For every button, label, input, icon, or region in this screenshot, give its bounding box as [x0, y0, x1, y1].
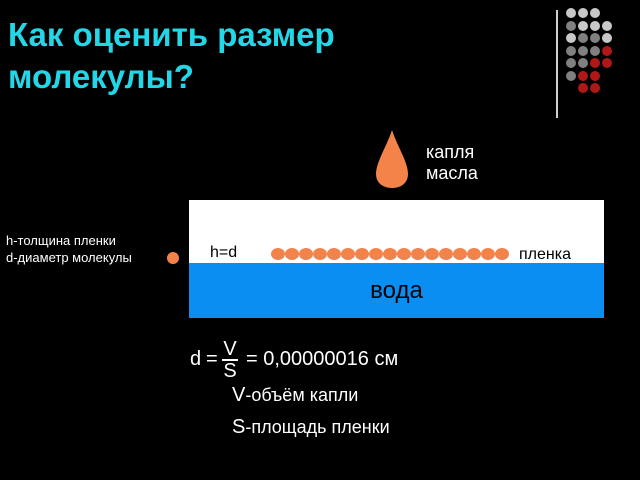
- definition-volume-symbol: V: [232, 384, 246, 406]
- decor-dot: [566, 45, 576, 56]
- decor-dot: [590, 83, 600, 93]
- film-molecule: [397, 248, 411, 260]
- definition-area: S-площадь пленки: [232, 416, 390, 439]
- water-tank: h=d пленка вода: [189, 200, 604, 318]
- film-molecule: [453, 248, 467, 260]
- decor-dot: [578, 8, 588, 18]
- water-layer: вода: [189, 263, 604, 318]
- formula-fraction: V S: [222, 338, 238, 382]
- film-molecule: [341, 248, 355, 260]
- formula-value: = 0,00000016 см: [246, 348, 399, 370]
- decor-dot: [602, 58, 612, 68]
- formula-numerator: V: [223, 338, 237, 360]
- thickness-label: h=d: [210, 244, 238, 261]
- legend-diameter: d-диаметр молекулы: [6, 250, 132, 265]
- decor-dot: [590, 70, 600, 81]
- definition-area-text: -площадь пленки: [245, 417, 390, 437]
- formula-fraction-bar: [222, 359, 238, 361]
- film-molecule: [355, 248, 369, 260]
- decor-dot: [590, 8, 600, 18]
- film-molecule: [285, 248, 299, 260]
- film-molecule: [383, 248, 397, 260]
- definition-volume-text: -объём капли: [245, 385, 359, 405]
- legend-thickness: h-толщина пленки: [6, 233, 116, 248]
- decor-dot: [590, 58, 600, 68]
- film-label: пленка: [519, 246, 571, 263]
- decor-dot: [566, 58, 576, 68]
- formula-lhs: d: [190, 348, 202, 370]
- film-molecule: [425, 248, 439, 260]
- decor-dot: [578, 70, 588, 81]
- film-molecule: [439, 248, 453, 260]
- film-molecule: [411, 248, 425, 260]
- definition-area-symbol: S: [232, 416, 246, 438]
- decor-dot: [590, 20, 600, 31]
- decor-dot: [590, 45, 600, 56]
- film-molecule: [313, 248, 327, 260]
- decor-dot: [566, 33, 576, 43]
- decor-dot: [578, 83, 588, 93]
- legend: h-толщина пленки d-диаметр молекулы: [6, 232, 132, 266]
- film-molecule: [327, 248, 341, 260]
- decor-dot: [578, 58, 588, 68]
- decor-dot: [566, 8, 576, 18]
- formula-equals: =: [206, 348, 218, 370]
- oil-drop-shape: [376, 130, 408, 188]
- film-molecule: [495, 248, 509, 260]
- decor-vertical-line: [556, 10, 558, 118]
- decor-dot: [590, 33, 600, 43]
- oil-drop-icon: [376, 130, 408, 188]
- film-molecule: [467, 248, 481, 260]
- formula-denominator: S: [223, 359, 237, 382]
- decor-dot: [578, 33, 588, 43]
- decor-dot: [578, 20, 588, 31]
- decor-dot: [602, 33, 612, 43]
- film-molecule: [271, 248, 285, 260]
- film-molecule: [369, 248, 383, 260]
- decor-dot: [566, 20, 576, 31]
- legend-molecule-dot: [167, 252, 179, 264]
- oil-drop-label: капля масла: [426, 142, 478, 183]
- definition-volume: V-объём капли: [232, 384, 358, 407]
- slide-title: Как оценить размер молекулы?: [8, 16, 335, 95]
- decor-dot: [602, 20, 612, 31]
- film-molecule: [481, 248, 495, 260]
- decor-dot: [566, 70, 576, 81]
- film-molecule: [299, 248, 313, 260]
- decor-dot: [578, 45, 588, 56]
- decor-dot: [602, 45, 612, 56]
- water-label: вода: [370, 277, 423, 304]
